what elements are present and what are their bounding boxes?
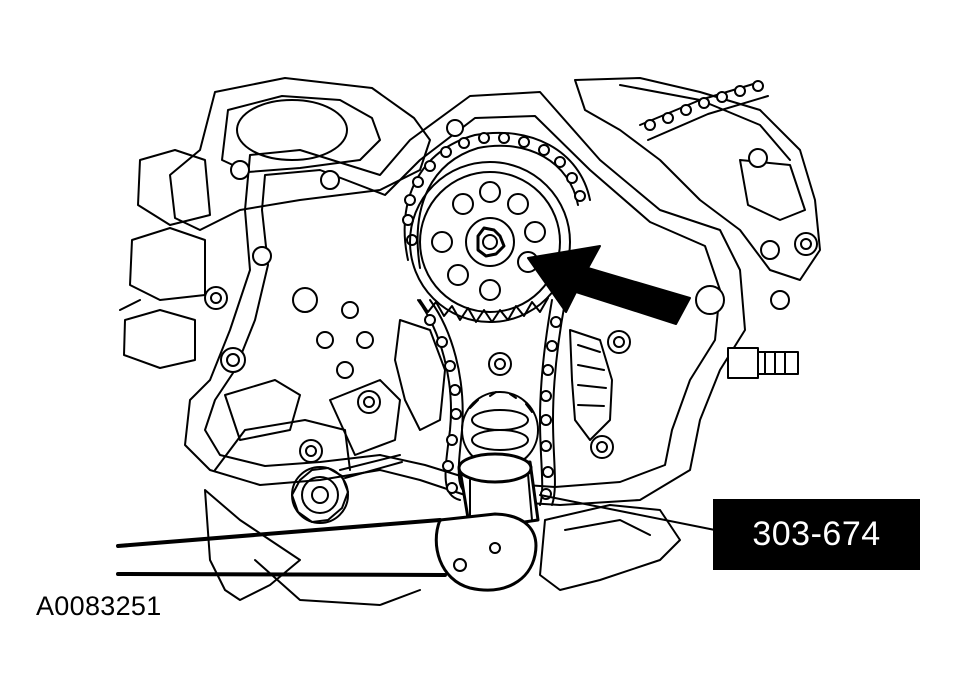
arrow-indicator xyxy=(527,245,691,325)
oil-pump-gear xyxy=(291,454,403,524)
side-fitting xyxy=(727,347,799,379)
crank-holding-tool xyxy=(116,452,716,592)
cover-bolts xyxy=(204,119,818,463)
timing-chain xyxy=(394,299,613,506)
figure-id-label: A0083251 xyxy=(36,591,162,621)
tool-number-callout: 303-674 xyxy=(713,499,920,570)
right-head-chain xyxy=(639,80,769,141)
cam-sprocket xyxy=(402,131,591,323)
engine-block-outline xyxy=(119,77,821,606)
